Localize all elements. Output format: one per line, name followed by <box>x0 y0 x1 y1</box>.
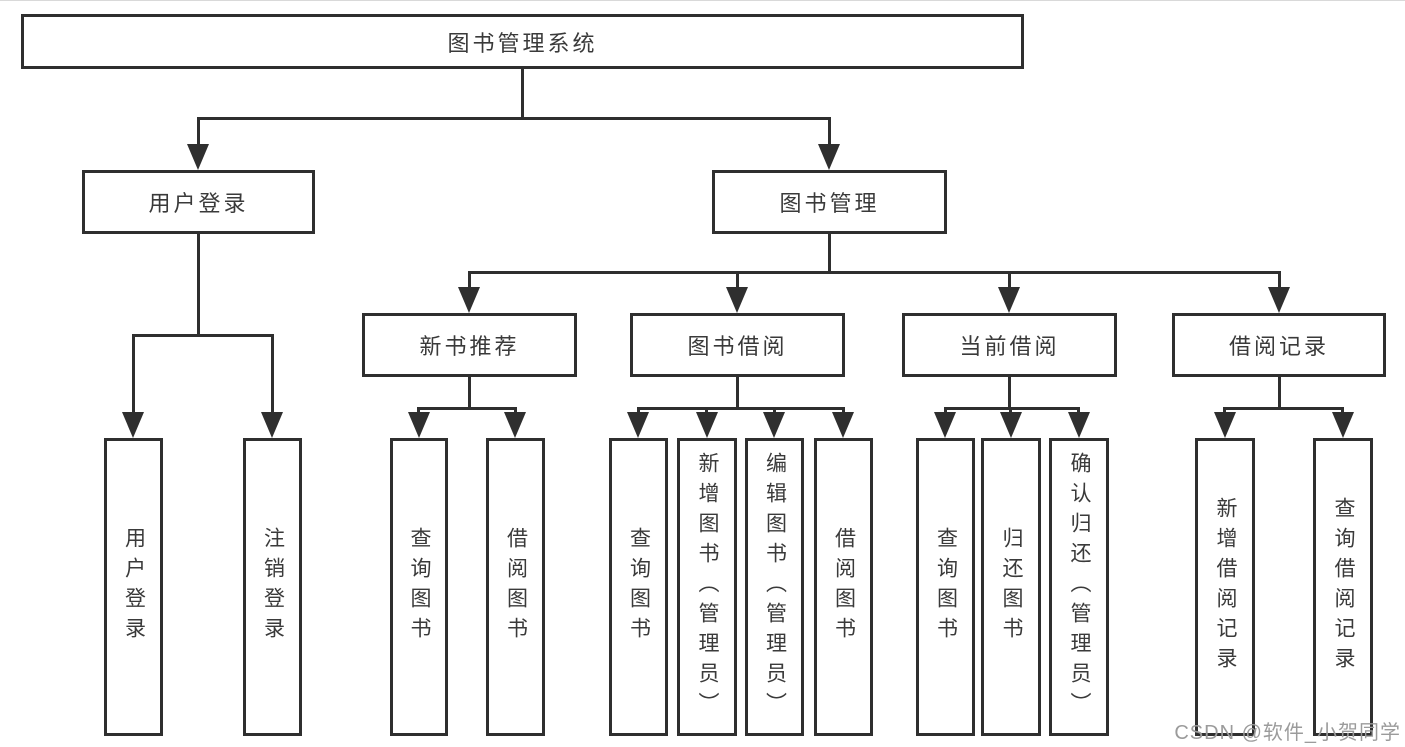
arrow-down-icon <box>1214 412 1236 438</box>
leaf-borrow-books-borrow: 借阅图书 <box>814 438 873 736</box>
leaf-add-book-admin: 新增图书（管理员） <box>677 438 737 736</box>
connector-line <box>637 407 845 410</box>
connector-line <box>132 334 135 414</box>
node-label: 查询借阅记录 <box>1332 497 1355 677</box>
node-label: 查询图书 <box>627 527 651 647</box>
leaf-query-books-current: 查询图书 <box>916 438 975 736</box>
node-label: 新增图书（管理员） <box>696 452 719 722</box>
connector-line <box>828 117 831 151</box>
connector-line <box>1278 377 1281 410</box>
node-label: 新书推荐 <box>419 334 520 359</box>
node-label: 归还图书 <box>1000 527 1023 647</box>
node-user-login: 用户登录 <box>82 170 315 234</box>
node-label: 借阅记录 <box>1228 334 1329 359</box>
node-new-book-recommend: 新书推荐 <box>362 313 577 377</box>
leaf-query-borrow-record: 查询借阅记录 <box>1313 438 1373 736</box>
connector-line <box>132 334 274 337</box>
arrow-down-icon <box>122 412 144 438</box>
arrow-down-icon <box>627 412 649 438</box>
node-label: 确认归还（管理员） <box>1068 452 1091 722</box>
connector-line <box>521 69 524 119</box>
arrow-down-icon <box>934 412 956 438</box>
node-label: 图书管理系统 <box>447 30 598 56</box>
arrow-down-icon <box>998 287 1020 313</box>
node-label: 图书管理 <box>779 191 880 216</box>
leaf-confirm-return-admin: 确认归还（管理员） <box>1049 438 1109 736</box>
node-label: 借阅图书 <box>832 527 856 647</box>
leaf-edit-book-admin: 编辑图书（管理员） <box>745 438 804 736</box>
node-label: 当前借阅 <box>959 334 1060 359</box>
leaf-query-books-borrow: 查询图书 <box>609 438 668 736</box>
node-label: 用户登录 <box>122 527 146 647</box>
arrow-down-icon <box>1068 412 1090 438</box>
node-borrow-records: 借阅记录 <box>1172 313 1386 377</box>
node-book-borrow: 图书借阅 <box>630 313 845 377</box>
node-label: 注销登录 <box>261 527 285 647</box>
connector-line <box>828 234 831 273</box>
arrow-down-icon <box>818 144 840 170</box>
connector-line <box>468 271 471 289</box>
node-label: 查询图书 <box>408 527 431 647</box>
arrow-down-icon <box>1268 287 1290 313</box>
connector-line <box>1008 377 1011 410</box>
connector-line <box>1223 407 1344 410</box>
node-current-borrow: 当前借阅 <box>902 313 1117 377</box>
leaf-return-book: 归还图书 <box>981 438 1041 736</box>
arrow-down-icon <box>504 412 526 438</box>
arrow-down-icon <box>832 412 854 438</box>
connector-line <box>468 271 1281 274</box>
node-label: 借阅图书 <box>504 527 528 647</box>
connector-line <box>1278 271 1281 289</box>
node-label: 查询图书 <box>934 527 958 647</box>
connector-line <box>944 407 1080 410</box>
node-label: 新增借阅记录 <box>1214 497 1237 677</box>
connector-line <box>197 117 200 151</box>
arrow-down-icon <box>261 412 283 438</box>
arrow-down-icon <box>763 412 785 438</box>
connector-line <box>197 117 831 120</box>
node-book-management: 图书管理 <box>712 170 947 234</box>
leaf-logout: 注销登录 <box>243 438 302 736</box>
node-book-management-system: 图书管理系统 <box>21 14 1024 69</box>
arrow-down-icon <box>408 412 430 438</box>
leaf-borrow-books-recommend: 借阅图书 <box>486 438 545 736</box>
connector-line <box>417 407 517 410</box>
connector-line <box>271 334 274 414</box>
connector-line <box>197 234 200 337</box>
arrow-down-icon <box>726 287 748 313</box>
connector-line <box>1008 271 1011 289</box>
leaf-user-login: 用户登录 <box>104 438 163 736</box>
leaf-add-borrow-record: 新增借阅记录 <box>1195 438 1255 736</box>
leaf-query-books-recommend: 查询图书 <box>390 438 448 736</box>
arrow-down-icon <box>696 412 718 438</box>
arrow-down-icon <box>187 144 209 170</box>
node-label: 编辑图书（管理员） <box>763 452 787 722</box>
node-label: 图书借阅 <box>687 334 788 359</box>
connector-line <box>736 377 739 410</box>
connector-line <box>736 271 739 289</box>
arrow-down-icon <box>1000 412 1022 438</box>
node-label: 用户登录 <box>148 191 249 216</box>
connector-line <box>468 377 471 410</box>
csdn-watermark: CSDN @软件_小贺同学 <box>1174 722 1401 744</box>
arrow-down-icon <box>1332 412 1354 438</box>
arrow-down-icon <box>458 287 480 313</box>
